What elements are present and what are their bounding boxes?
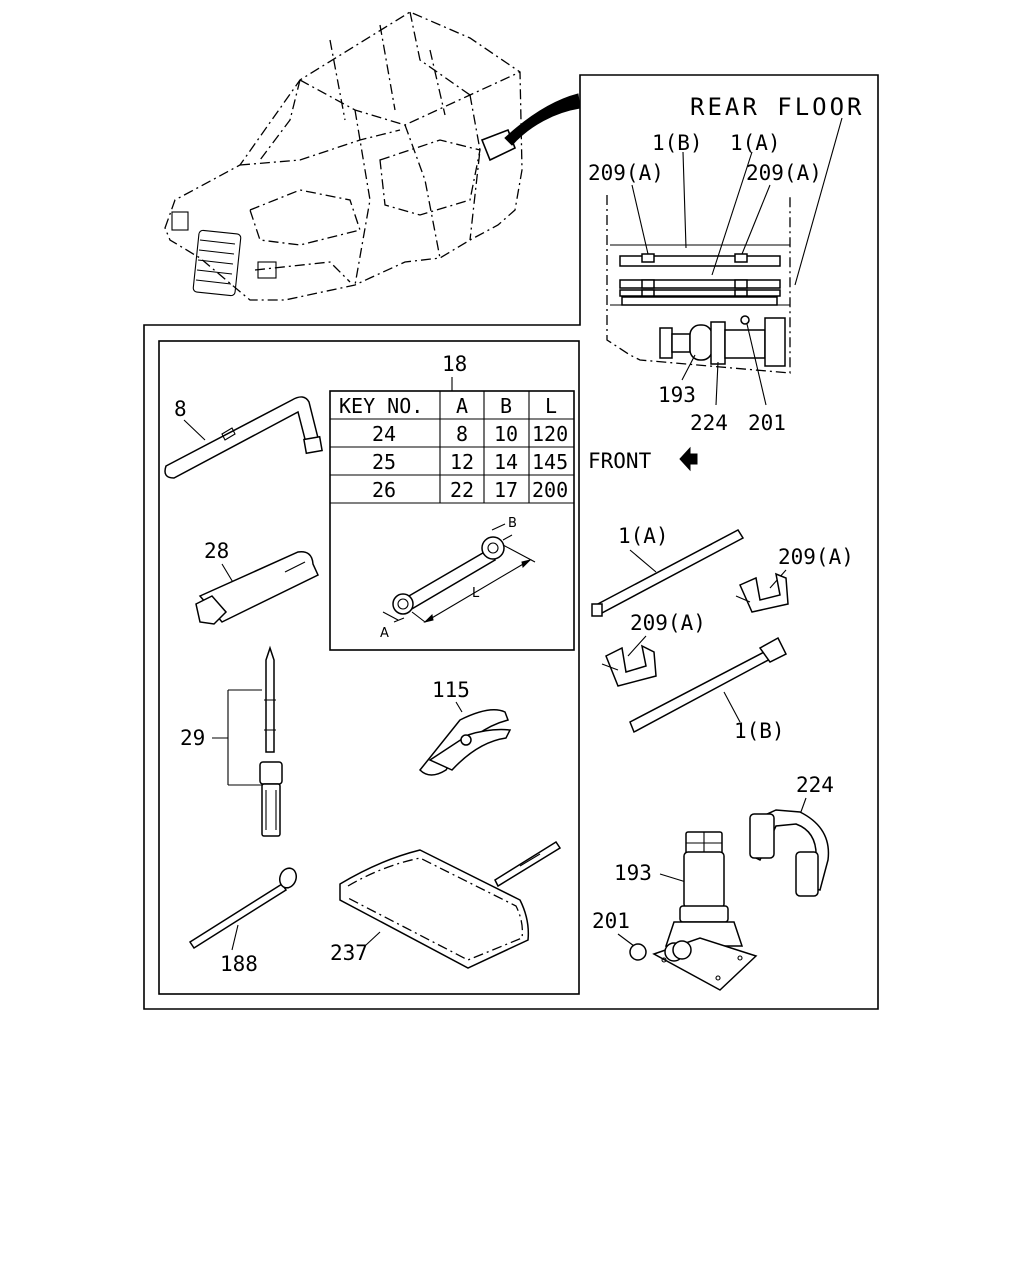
part-28-socket: 28: [195, 539, 319, 625]
label-224-right: 224: [796, 773, 834, 797]
label-193-right: 193: [614, 861, 652, 885]
part-8-wrench-rod: 8: [164, 396, 323, 479]
table-header-key-no: KEY NO.: [339, 394, 423, 418]
label-201-top: 201: [748, 411, 786, 435]
table-cell: 22: [450, 478, 474, 502]
part-188-hook: 188: [188, 867, 298, 976]
part-29-screwdriver: 29: [180, 645, 283, 837]
label-18: 18: [442, 352, 467, 376]
table-cell: 26: [372, 478, 396, 502]
label-1b-right: 1(B): [734, 719, 785, 743]
label-28: 28: [204, 539, 229, 563]
rear-floor-inset: REAR FLOOR 1(B) 1(A) 209(A) 209(A): [588, 93, 865, 435]
table-header-a: A: [456, 394, 468, 418]
label-209a-top-right: 209(A): [746, 161, 822, 185]
label-209a-top-left: 209(A): [588, 161, 664, 185]
table-cell: 12: [450, 450, 474, 474]
part-201-ring: 201: [592, 909, 647, 961]
label-209a-right-1: 209(A): [778, 545, 854, 569]
label-209a-right-2: 209(A): [630, 611, 706, 635]
label-8: 8: [174, 397, 187, 421]
dim-b-label: B: [508, 516, 517, 531]
front-label: FRONT: [588, 449, 652, 473]
part-237-tool-bag: 237: [330, 840, 562, 969]
table-cell: 200: [532, 478, 568, 502]
part-193-jack: 193: [614, 831, 758, 991]
table-cell: 120: [532, 422, 568, 446]
label-224-top: 224: [690, 411, 728, 435]
label-1b-top: 1(B): [652, 131, 703, 155]
table-cell: 24: [372, 422, 396, 446]
table-header-b: B: [500, 394, 512, 418]
part-1b-bar: 1(B): [629, 636, 788, 743]
table-cell: 8: [456, 422, 468, 446]
wrench-spec-table: 18 KEY NO. A B L 24 8 10 120 25 12 14 14…: [329, 352, 575, 651]
front-arrow-icon: [679, 446, 698, 472]
table-header-l: L: [545, 394, 557, 418]
part-224-strap: 224: [749, 773, 834, 897]
wrench-illustration: A B L: [380, 516, 536, 641]
dim-l-label: L: [472, 586, 480, 601]
table-cell: 145: [532, 450, 568, 474]
vehicle-body-illustration: [164, 11, 581, 301]
tool-kit-panel: [158, 340, 580, 995]
label-29: 29: [180, 726, 205, 750]
table-cell: 25: [372, 450, 396, 474]
label-193-top: 193: [658, 383, 696, 407]
label-188: 188: [220, 952, 258, 976]
table-cell: 10: [494, 422, 518, 446]
label-1a-top: 1(A): [730, 131, 781, 155]
label-201-right: 201: [592, 909, 630, 933]
label-1a-right: 1(A): [618, 524, 669, 548]
table-cell: 14: [494, 450, 518, 474]
part-115-pliers: 115: [418, 678, 512, 776]
label-115: 115: [432, 678, 470, 702]
part-1a-bar: 1(A): [591, 524, 745, 617]
table-cell: 17: [494, 478, 518, 502]
rear-floor-label: REAR FLOOR: [690, 93, 865, 121]
label-237: 237: [330, 941, 368, 965]
dim-a-label: A: [380, 626, 389, 641]
part-209a-clip-2: 209(A): [601, 611, 706, 687]
front-indicator: FRONT: [588, 446, 698, 473]
outer-frame: [143, 74, 879, 1010]
part-209a-clip-1: 209(A): [735, 545, 854, 613]
